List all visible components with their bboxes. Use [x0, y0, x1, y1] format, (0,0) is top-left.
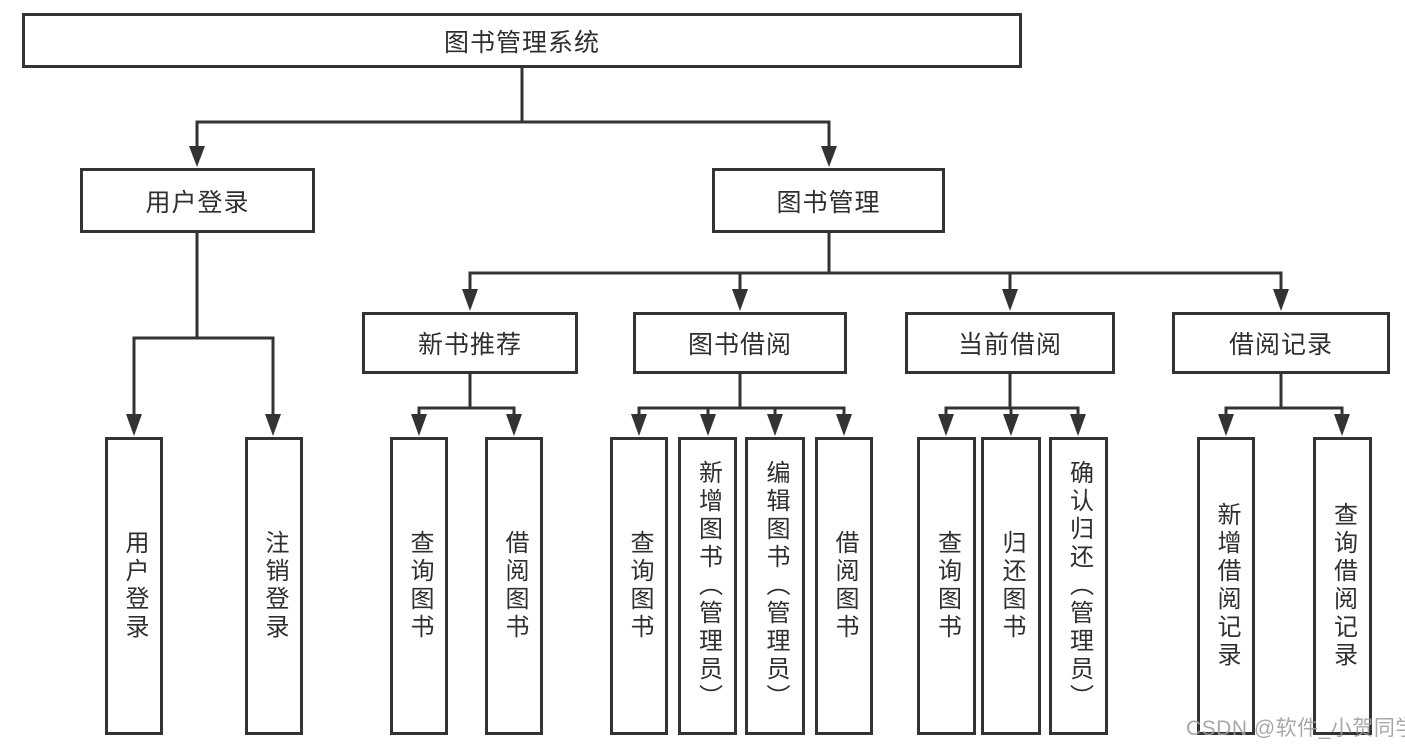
connector-bookmgmt-to-level3 [462, 230, 1289, 311]
node-new-book-recommend: 新书推荐 [362, 312, 578, 374]
connector-borrow-group [631, 371, 852, 436]
leaf-logout: 注销登录 [245, 437, 303, 735]
arrowhead-icon [1273, 289, 1289, 311]
node-label: 当前借阅 [957, 331, 1062, 359]
arrowhead-icon [1334, 414, 1350, 436]
arrowhead-icon [767, 414, 783, 436]
arrowhead-icon [411, 414, 427, 436]
node-borrow-records: 借阅记录 [1172, 312, 1390, 374]
leaf-label: 归还图书 [998, 530, 1025, 642]
leaf-label: 用户登录 [121, 530, 148, 642]
arrowhead-icon [1070, 414, 1086, 436]
arrowhead-icon [700, 414, 716, 436]
connector-userlogin-group [126, 230, 281, 436]
arrowhead-icon [462, 289, 478, 311]
csdn-watermark: CSDN @软件_小贺同学 [1186, 717, 1405, 740]
leaf-query-borrow-record: 查询借阅记录 [1313, 437, 1372, 735]
node-root-label: 图书管理系统 [443, 28, 600, 57]
connector-records-group [1218, 371, 1350, 436]
node-book-borrow: 图书借阅 [633, 312, 847, 374]
leaf-borrow-books-1: 借阅图书 [485, 437, 543, 735]
node-user-login: 用户登录 [80, 168, 315, 233]
node-label: 新书推荐 [417, 331, 522, 359]
leaf-label: 查询借阅记录 [1329, 502, 1357, 670]
arrowhead-icon [265, 414, 281, 436]
arrowhead-icon [126, 414, 142, 436]
leaf-label: 借阅图书 [831, 530, 858, 642]
connector-current-group [938, 371, 1086, 436]
node-label: 借阅记录 [1228, 331, 1333, 359]
arrowhead-icon [836, 414, 852, 436]
leaf-label: 新增借阅记录 [1213, 502, 1240, 670]
arrowhead-icon [938, 414, 954, 436]
leaf-label: 确认归还（管理员） [1065, 460, 1093, 712]
leaf-return-books: 归还图书 [981, 437, 1041, 735]
connector-root-to-level2 [189, 64, 837, 167]
leaf-label: 新增图书（管理员） [694, 460, 722, 712]
arrowhead-icon [189, 146, 205, 167]
leaf-label: 编辑图书（管理员） [762, 460, 789, 712]
leaf-borrow-books-2: 借阅图书 [815, 437, 873, 735]
node-current-borrow: 当前借阅 [905, 312, 1115, 374]
node-book-management: 图书管理 [712, 168, 945, 233]
arrowhead-icon [732, 289, 748, 311]
arrowhead-icon [1002, 289, 1018, 311]
node-label: 用户登录 [145, 188, 250, 217]
leaf-add-books-admin: 新增图书（管理员） [678, 437, 737, 735]
node-root-system: 图书管理系统 [22, 13, 1022, 68]
leaf-label: 注销登录 [261, 530, 288, 642]
arrowhead-icon [506, 414, 522, 436]
leaf-label: 查询图书 [406, 530, 433, 642]
leaf-confirm-return-admin: 确认归还（管理员） [1049, 437, 1108, 735]
leaf-user-login: 用户登录 [105, 437, 163, 735]
leaf-add-borrow-record: 新增借阅记录 [1197, 437, 1255, 735]
connector-newbooks-group [411, 371, 522, 436]
arrowhead-icon [631, 414, 647, 436]
leaf-query-books-2: 查询图书 [610, 437, 668, 735]
leaf-label: 查询图书 [626, 530, 653, 642]
leaf-label: 借阅图书 [501, 530, 528, 642]
arrowhead-icon [821, 146, 837, 167]
leaf-edit-books-admin: 编辑图书（管理员） [745, 437, 805, 735]
leaf-query-books-1: 查询图书 [390, 437, 448, 735]
node-label: 图书管理 [776, 188, 881, 217]
leaf-label: 查询图书 [933, 530, 961, 642]
node-label: 图书借阅 [687, 331, 792, 359]
arrowhead-icon [1003, 414, 1019, 436]
leaf-query-books-3: 查询图书 [917, 437, 976, 735]
arrowhead-icon [1218, 414, 1234, 436]
